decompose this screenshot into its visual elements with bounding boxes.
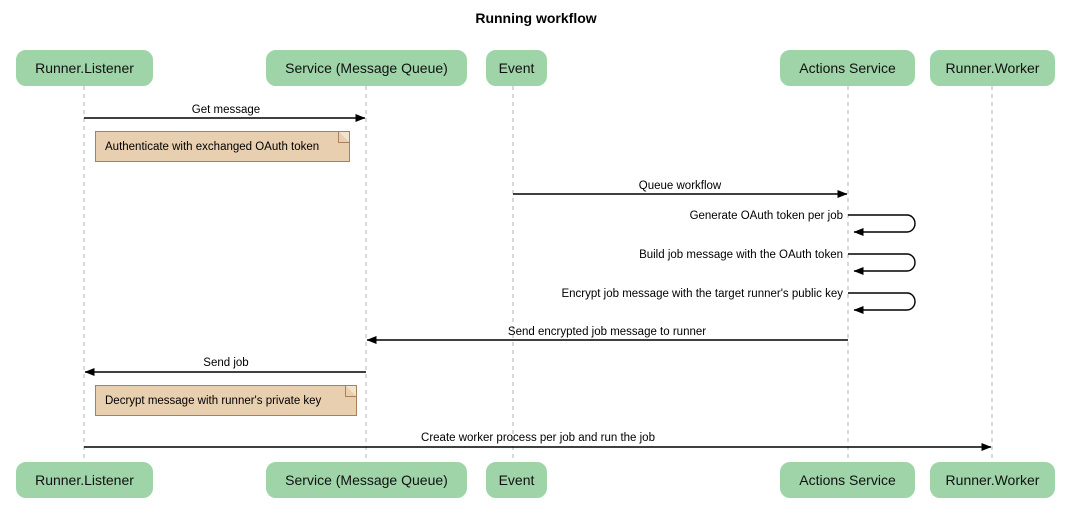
lifelines-layer — [83, 86, 993, 462]
self-message-3 — [848, 253, 916, 275]
participant-top-0[interactable]: Runner.Listener — [16, 50, 153, 86]
self-message-2 — [848, 214, 916, 236]
messages-layer — [84, 114, 992, 451]
participant-label: Runner.Listener — [35, 60, 134, 76]
participant-label: Runner.Worker — [945, 60, 1040, 76]
self-message-4 — [848, 292, 916, 314]
participant-label: Service (Message Queue) — [285, 472, 448, 488]
participant-label: Service (Message Queue) — [285, 60, 448, 76]
participant-label: Event — [498, 60, 535, 76]
participant-top-1[interactable]: Service (Message Queue) — [266, 50, 467, 86]
participant-label: Event — [498, 472, 535, 488]
participant-label: Actions Service — [799, 60, 896, 76]
participant-bottom-4[interactable]: Runner.Worker — [930, 462, 1055, 498]
participant-bottom-3[interactable]: Actions Service — [780, 462, 915, 498]
note-fold-corner-icon — [345, 386, 356, 397]
note-0: Authenticate with exchanged OAuth token — [95, 131, 350, 162]
participant-bottom-1[interactable]: Service (Message Queue) — [266, 462, 467, 498]
participant-top-4[interactable]: Runner.Worker — [930, 50, 1055, 86]
note-1: Decrypt message with runner's private ke… — [95, 385, 357, 416]
note-fold-corner-icon — [338, 132, 349, 143]
message-label-7: Create worker process per job and run th… — [421, 432, 655, 444]
message-label-6: Send job — [203, 357, 249, 369]
participant-bottom-0[interactable]: Runner.Listener — [16, 462, 153, 498]
note-text: Authenticate with exchanged OAuth token — [105, 140, 320, 153]
page-title: Running workflow — [475, 10, 597, 26]
message-label-2: Generate OAuth token per job — [689, 210, 843, 222]
note-text: Decrypt message with runner's private ke… — [105, 394, 322, 407]
participant-label: Actions Service — [799, 472, 896, 488]
participant-label: Runner.Worker — [945, 472, 1040, 488]
participant-top-2[interactable]: Event — [486, 50, 547, 86]
message-label-3: Build job message with the OAuth token — [639, 249, 843, 261]
message-label-1: Queue workflow — [638, 180, 722, 192]
message-label-4: Encrypt job message with the target runn… — [561, 288, 843, 300]
participant-bottom-2[interactable]: Event — [486, 462, 547, 498]
message-label-0: Get message — [191, 104, 261, 116]
participant-top-3[interactable]: Actions Service — [780, 50, 915, 86]
message-label-5: Send encrypted job message to runner — [507, 326, 707, 338]
participant-label: Runner.Listener — [35, 472, 134, 488]
